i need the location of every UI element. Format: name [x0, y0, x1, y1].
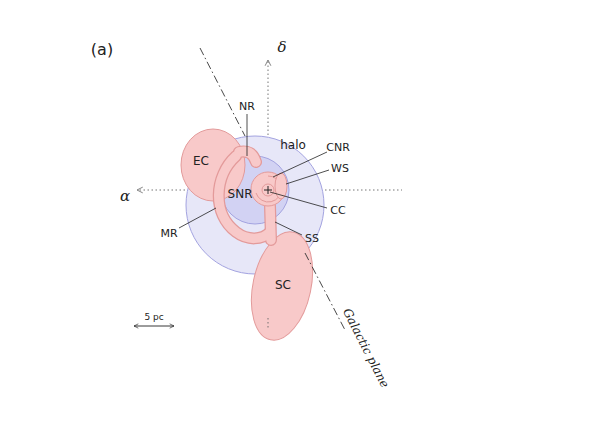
callout-label: MR	[160, 228, 177, 239]
panel-label: (a)	[91, 42, 113, 58]
snr-region: SNR	[220, 155, 290, 225]
scale-bar	[134, 326, 174, 327]
callout-label: NR	[239, 101, 255, 112]
callout-label: WS	[331, 163, 349, 174]
scale-label: 5 pc	[144, 313, 163, 322]
south-cloud: SC	[252, 230, 312, 342]
axis-label: δ	[277, 40, 286, 55]
region-name: SNR	[228, 188, 253, 200]
callout-label: SS	[305, 233, 319, 244]
callout-label: CNR	[326, 142, 350, 153]
region-name: EC	[193, 155, 209, 167]
axis-label: α	[120, 189, 130, 204]
region-name: halo	[280, 139, 306, 151]
callout-label: CC	[330, 205, 345, 216]
region-name: SC	[275, 279, 291, 291]
plane-label: Galactic plane	[341, 306, 391, 389]
